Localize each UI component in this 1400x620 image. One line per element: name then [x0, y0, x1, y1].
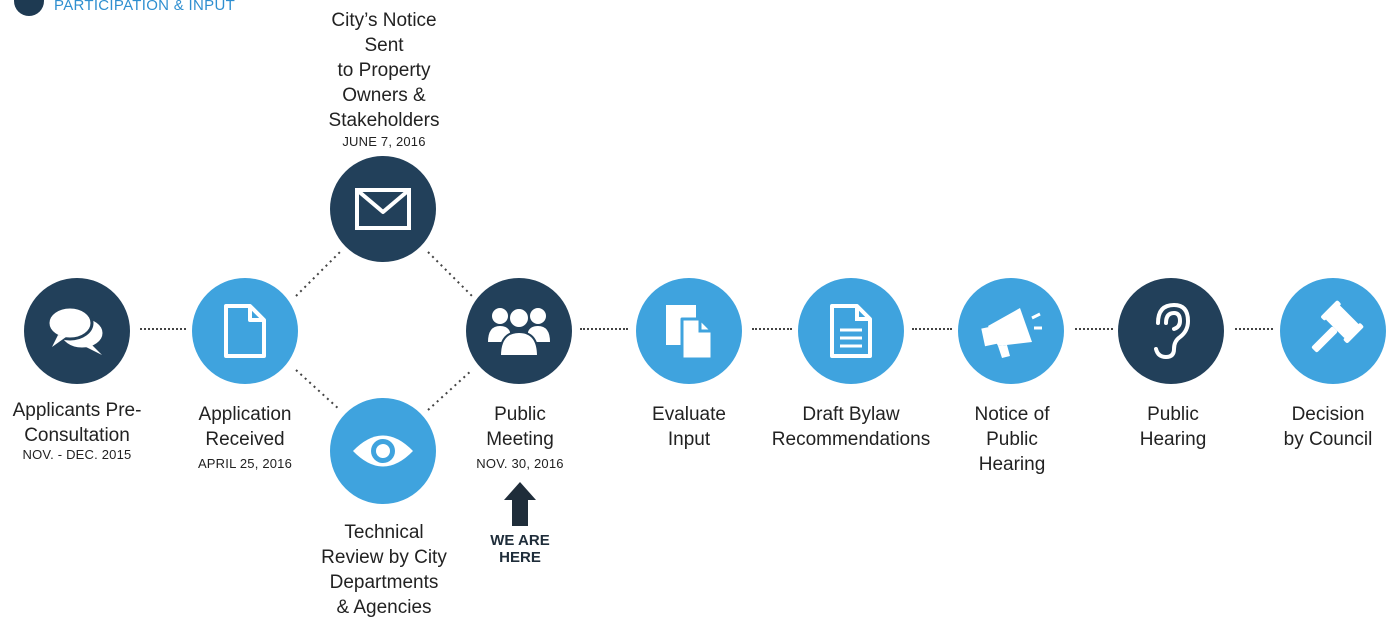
step-evaluate-label: Evaluate Input [652, 404, 726, 450]
step-evaluate-node [636, 278, 742, 384]
step-notice-date: JUNE 7, 2016 [342, 134, 426, 149]
connector-hearing-decision [1235, 328, 1273, 330]
step-decision-label: Decision by Council [1283, 404, 1373, 450]
step-public-hearing-node [1118, 278, 1224, 384]
chat-bubbles-icon [46, 305, 106, 355]
step-bylaw-node [798, 278, 904, 384]
step-application-label: Application Received [198, 404, 292, 450]
step-application-date: APRIL 25, 2016 [197, 456, 293, 471]
step-notice-label: City’s Notice Sent to Property Owners & … [328, 10, 440, 131]
connector-consultation-application [140, 328, 186, 330]
gavel-icon [1311, 300, 1364, 353]
step-consultation-node [24, 278, 130, 384]
we-are-here-marker: WE ARE HERE [490, 532, 550, 566]
arrow-up-icon [504, 482, 536, 526]
text-document-icon [830, 304, 872, 358]
step-public-meeting-node [466, 278, 572, 384]
step-consultation-label: Applicants Pre- Consultation [12, 400, 142, 446]
legend-dot [14, 0, 44, 16]
megaphone-icon [981, 308, 1042, 358]
step-technical-node [330, 398, 436, 504]
eye-icon [353, 435, 413, 467]
document-icon [224, 304, 266, 358]
step-notice-hearing-node [958, 278, 1064, 384]
step-public-hearing-label: Public Hearing [1139, 404, 1207, 450]
legend-text: PARTICIPATION & INPUT [54, 0, 236, 14]
step-decision-node [1280, 278, 1386, 384]
step-public-meeting-date: NOV. 30, 2016 [476, 456, 564, 471]
legend: PARTICIPATION & INPUT [14, 0, 235, 16]
connector-technical-meeting [427, 369, 473, 411]
copy-documents-icon [666, 305, 714, 361]
connector-evaluate-bylaw [752, 328, 792, 330]
step-public-meeting-label: Public Meeting [486, 404, 554, 450]
connector-notice-hearing [1075, 328, 1113, 330]
step-bylaw-label: Draft Bylaw Recommendations [771, 404, 931, 450]
step-notice-hearing-label: Notice of Public Hearing [974, 404, 1050, 475]
connector-application-technical [295, 369, 341, 411]
connector-meeting-evaluate [580, 328, 628, 330]
ear-icon [1154, 302, 1191, 360]
step-notice-node [330, 156, 436, 262]
connector-bylaw-notice [912, 328, 952, 330]
people-icon [488, 307, 550, 357]
connector-application-notice [295, 251, 341, 297]
step-application-node [192, 278, 298, 384]
step-consultation-date: NOV. - DEC. 2015 [22, 447, 132, 462]
step-technical-label: Technical Review by City Departments & A… [321, 522, 447, 618]
connector-notice-meeting [427, 251, 473, 297]
envelope-icon [355, 188, 411, 230]
